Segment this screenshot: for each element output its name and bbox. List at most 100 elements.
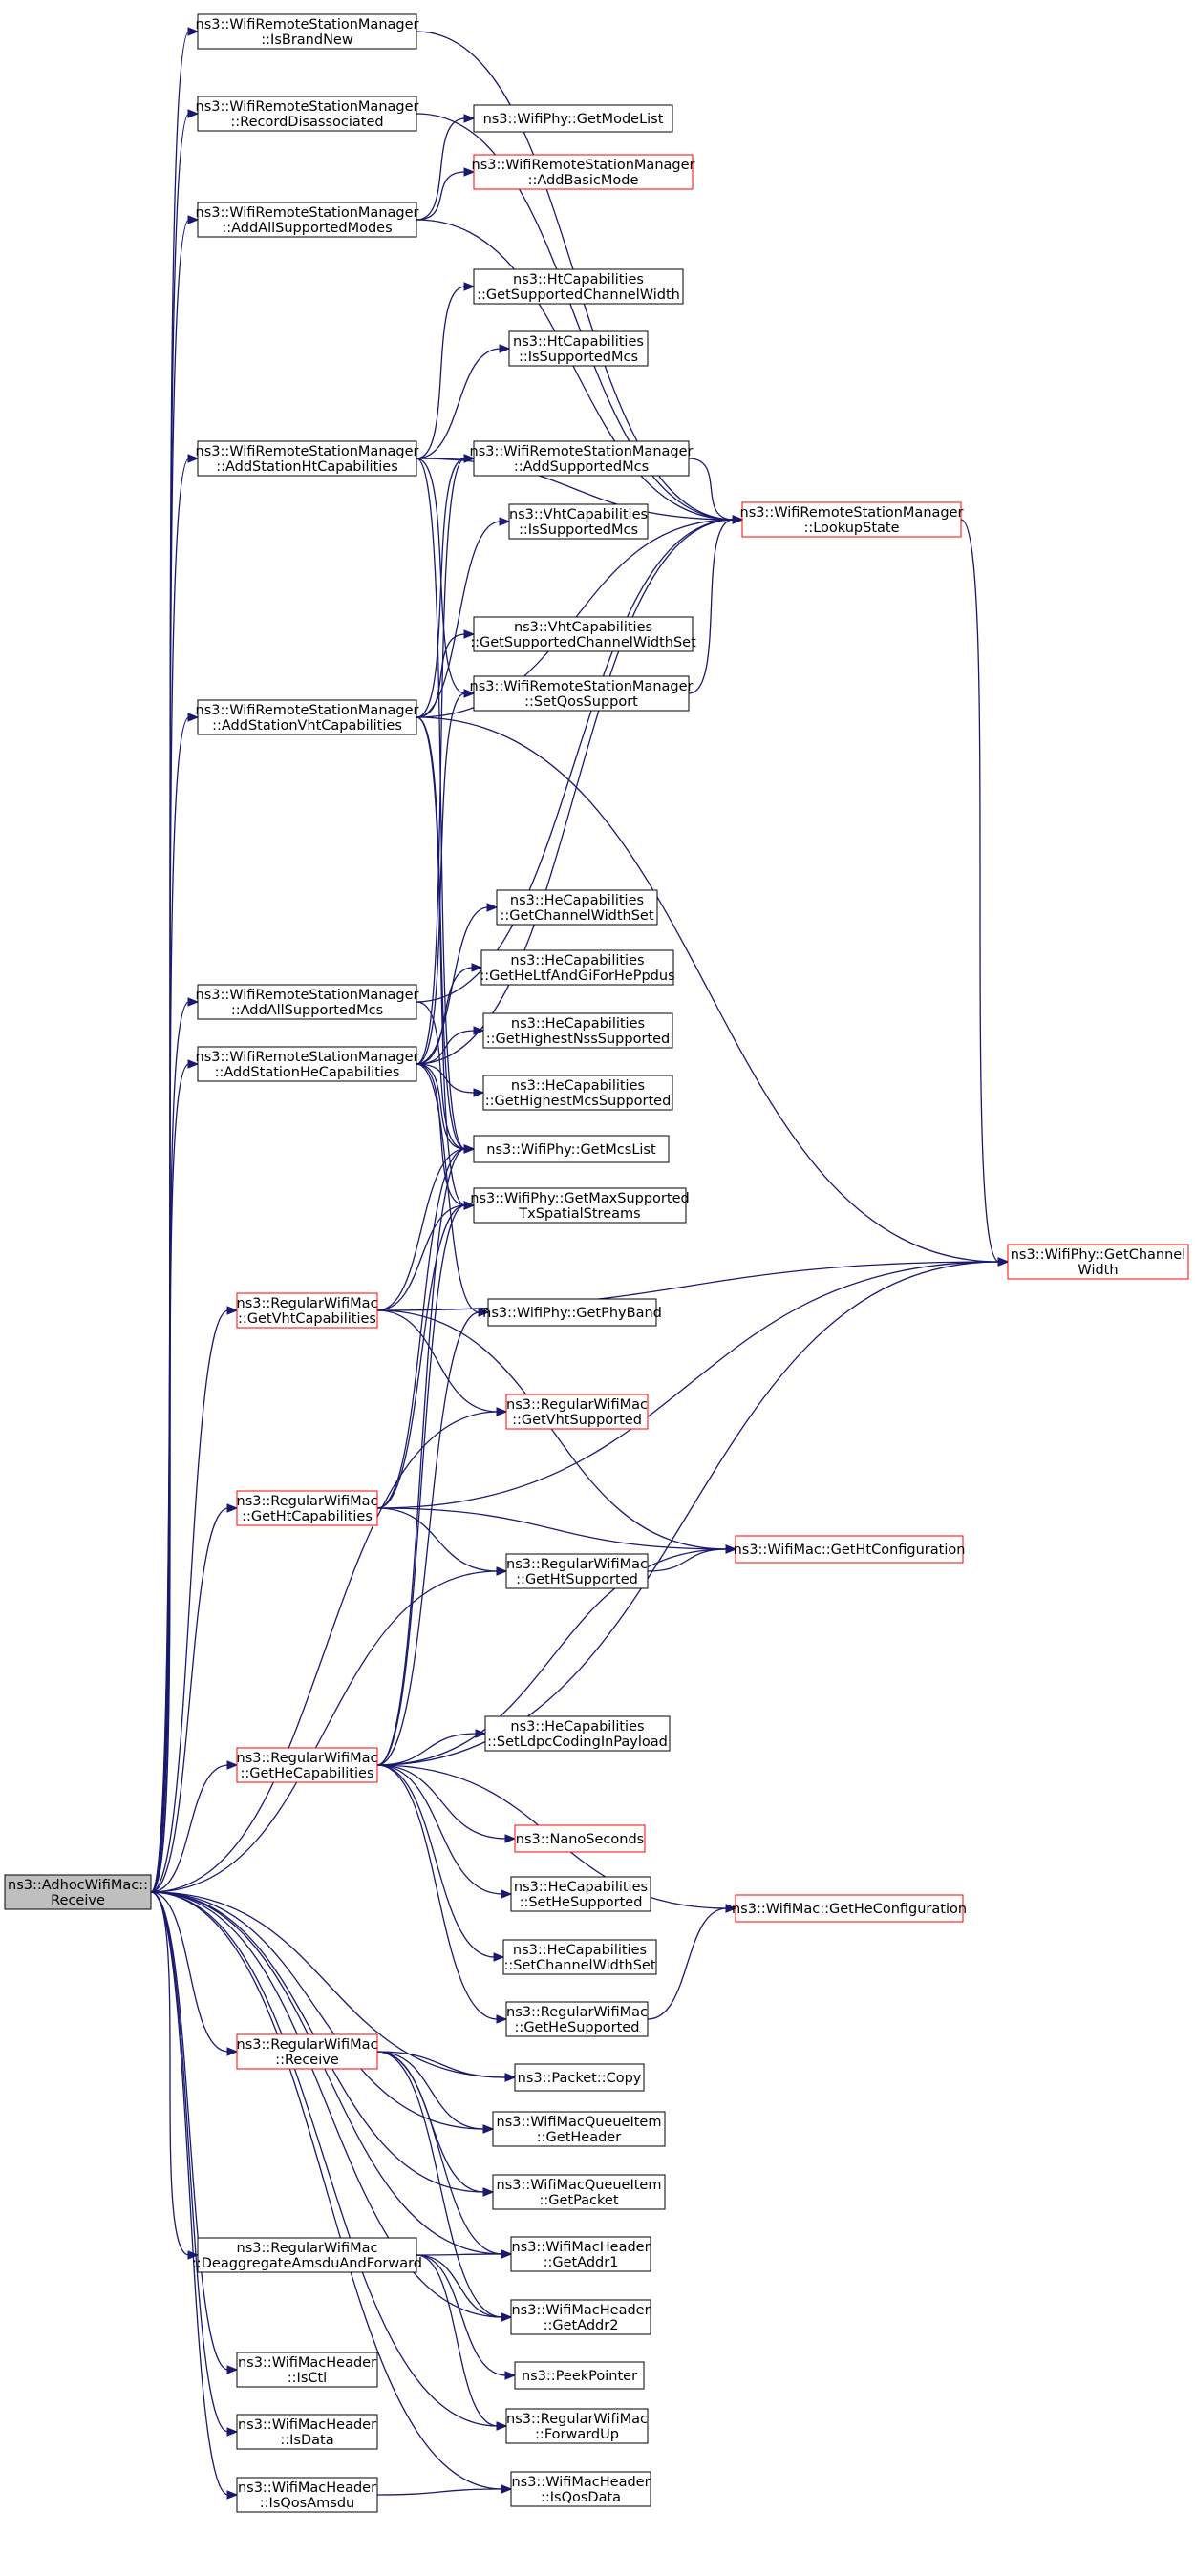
- function-node[interactable]: ns3::VhtCapabilities::IsSupportedMcs: [508, 503, 649, 540]
- node-label: ns3::PeekPointer: [522, 2369, 637, 2384]
- call-edge: [960, 519, 1010, 1267]
- function-node[interactable]: ns3::WifiMacHeader::IsQosData: [510, 2471, 651, 2507]
- node-label: ::GetPacket: [539, 2193, 618, 2208]
- node-label: ns3::WifiPhy::GetMcsList: [486, 1142, 656, 1158]
- function-node[interactable]: ns3::WifiRemoteStationManager::AddAllSup…: [196, 202, 419, 238]
- node-label: ns3::WifiRemoteStationManager: [472, 158, 695, 173]
- call-edge: [376, 1309, 508, 1416]
- node-label: ::GetSupportedChannelWidthSet: [470, 635, 696, 650]
- node-label: ns3::HtCapabilities: [513, 334, 644, 350]
- function-node[interactable]: ns3::WifiMacQueueItem::GetHeader: [492, 2111, 666, 2147]
- call-edge: [150, 1891, 239, 2374]
- function-node[interactable]: ns3::WifiRemoteStationManager::IsBrandNe…: [196, 13, 419, 50]
- root-function-node[interactable]: ns3::AdhocWifiMac::Receive: [4, 1874, 152, 1910]
- function-node[interactable]: ns3::WifiRemoteStationManager::AddStatio…: [196, 440, 419, 477]
- function-node[interactable]: ns3::WifiMacHeader::GetAddr1: [510, 2236, 651, 2272]
- call-edge: [376, 1729, 487, 1766]
- node-label: Receive: [51, 1893, 105, 1908]
- function-node[interactable]: ns3::RegularWifiMac::ForwardUp: [505, 2408, 649, 2444]
- function-node[interactable]: ns3::WifiMacHeader::IsQosAmsdu: [236, 2477, 378, 2513]
- function-node[interactable]: ns3::HeCapabilities::SetLdpcCodingInPayl…: [484, 1715, 671, 1752]
- function-node[interactable]: ns3::WifiPhy::GetChannelWidth: [1007, 1244, 1189, 1280]
- node-label: ns3::RegularWifiMac: [506, 1557, 648, 1572]
- function-node[interactable]: ns3::PeekPointer: [514, 2361, 645, 2390]
- node-label: ns3::HeCapabilities: [510, 953, 644, 969]
- function-node[interactable]: ns3::WifiMacQueueItem::GetPacket: [492, 2174, 666, 2210]
- function-node[interactable]: ns3::WifiMacHeader::IsData: [236, 2414, 378, 2450]
- node-label: ::GetHeader: [537, 2130, 621, 2145]
- node-label: ns3::HeCapabilities: [511, 1078, 645, 1094]
- function-node[interactable]: ns3::WifiMac::GetHtConfiguration: [734, 1535, 966, 1564]
- call-edge: [416, 344, 511, 459]
- node-label: ns3::WifiMacHeader: [511, 2240, 650, 2255]
- node-label: ::AddAllSupportedMcs: [231, 1003, 383, 1018]
- call-edge: [376, 1257, 1010, 1509]
- function-node[interactable]: ns3::WifiRemoteStationManager::AddStatio…: [196, 1046, 419, 1082]
- call-edge: [416, 282, 476, 459]
- call-edge: [150, 1059, 200, 1893]
- call-edge: [416, 963, 483, 1065]
- function-node[interactable]: ns3::HeCapabilities::GetHighestMcsSuppor…: [482, 1075, 673, 1111]
- node-label: ::DeaggregateAmsduAndForward: [192, 2256, 422, 2271]
- function-node[interactable]: ns3::HeCapabilities::GetHighestNssSuppor…: [482, 1012, 673, 1049]
- function-node[interactable]: ns3::RegularWifiMac::GetHtCapabilities: [236, 1490, 378, 1526]
- node-label: ::IsSupportedMcs: [519, 522, 638, 538]
- call-edge: [416, 689, 476, 1065]
- function-node[interactable]: ns3::WifiRemoteStationManager::RecordDis…: [196, 96, 419, 132]
- node-label: ::GetChannelWidthSet: [500, 908, 653, 924]
- call-edge: [376, 1507, 508, 1576]
- function-node[interactable]: ns3::WifiRemoteStationManager::AddSuppor…: [470, 440, 694, 477]
- function-node[interactable]: ns3::RegularWifiMac::GetVhtCapabilities: [236, 1292, 378, 1329]
- function-node[interactable]: ns3::WifiRemoteStationManager::AddAllSup…: [196, 984, 419, 1020]
- function-node[interactable]: ns3::WifiPhy::GetPhyBand: [482, 1298, 662, 1327]
- node-label: ns3::HeCapabilities: [510, 893, 644, 908]
- node-label: ::AddStationHeCapabilities: [215, 1065, 400, 1080]
- function-node[interactable]: ns3::WifiRemoteStationManager::AddStatio…: [196, 699, 419, 735]
- node-label: ns3::WifiMacHeader: [238, 2480, 376, 2496]
- function-node[interactable]: ns3::Packet::Copy: [514, 2063, 645, 2092]
- function-node[interactable]: ns3::WifiPhy::GetMcsList: [473, 1135, 670, 1163]
- call-edge: [416, 167, 476, 221]
- node-label: ns3::WifiRemoteStationManager: [740, 505, 964, 521]
- node-label: ::AddSupportedMcs: [514, 459, 649, 475]
- call-edge: [376, 1144, 476, 1766]
- call-edge: [376, 2051, 517, 2082]
- function-node[interactable]: ns3::WifiRemoteStationManager::SetQosSup…: [470, 675, 694, 712]
- function-node[interactable]: ns3::HeCapabilities::SetHeSupported: [510, 1876, 651, 1912]
- call-edge: [150, 1407, 508, 1893]
- call-edge: [150, 1566, 508, 1893]
- function-node[interactable]: ns3::RegularWifiMac::GetHtSupported: [505, 1553, 649, 1589]
- node-label: ns3::RegularWifiMac: [237, 2241, 378, 2256]
- function-node[interactable]: ns3::WifiPhy::GetMaxSupportedTxSpatialSt…: [470, 1187, 690, 1224]
- function-node[interactable]: ns3::WifiMacHeader::GetAddr2: [510, 2299, 651, 2335]
- function-node[interactable]: ns3::RegularWifiMac::GetVhtSupported: [505, 1394, 649, 1430]
- function-nodes: ns3::AdhocWifiMac::Receive ns3::WifiRemot…: [4, 13, 1189, 2513]
- function-node[interactable]: ns3::HeCapabilities::GetHeLtfAndGiForHeP…: [480, 949, 675, 986]
- node-label: ::IsSupportedMcs: [519, 350, 638, 365]
- node-label: ::AddStationHtCapabilities: [216, 459, 398, 475]
- function-node[interactable]: ns3::WifiMac::GetHeConfiguration: [732, 1894, 967, 1923]
- function-node[interactable]: ns3::HeCapabilities::GetChannelWidthSet: [496, 889, 658, 926]
- node-label: ns3::VhtCapabilities: [509, 507, 648, 522]
- function-node[interactable]: ns3::WifiPhy::GetModeList: [473, 104, 673, 133]
- node-label: ::GetSupportedChannelWidth: [477, 287, 680, 303]
- function-node[interactable]: ns3::RegularWifiMac::Receive: [236, 2033, 378, 2070]
- function-node[interactable]: ns3::NanoSeconds: [514, 1824, 646, 1853]
- call-edge: [416, 2254, 517, 2380]
- function-node[interactable]: ns3::RegularWifiMac::GetHeCapabilities: [236, 1747, 378, 1783]
- call-edge: [150, 1306, 239, 1893]
- node-label: ns3::WifiMacHeader: [511, 2303, 650, 2318]
- function-node[interactable]: ns3::VhtCapabilities::GetSupportedChanne…: [470, 616, 696, 652]
- function-node[interactable]: ns3::HtCapabilities::IsSupportedMcs: [508, 330, 649, 367]
- node-label: ::SetChannelWidthSet: [503, 1958, 655, 1973]
- node-label: ns3::WifiMacHeader: [238, 2355, 376, 2371]
- function-node[interactable]: ns3::RegularWifiMac::DeaggregateAmsduAnd…: [192, 2237, 422, 2273]
- function-node[interactable]: ns3::HeCapabilities::SetChannelWidthSet: [502, 1939, 657, 1975]
- function-node[interactable]: ns3::WifiMacHeader::IsCtl: [236, 2352, 378, 2388]
- function-node[interactable]: ns3::WifiRemoteStationManager::LookupSta…: [740, 501, 964, 538]
- node-label: ::IsCtl: [288, 2371, 327, 2386]
- function-node[interactable]: ns3::RegularWifiMac::GetHeSupported: [505, 2001, 649, 2037]
- call-edge: [150, 1891, 239, 2056]
- function-node[interactable]: ns3::HtCapabilities::GetSupportedChannel…: [473, 268, 684, 305]
- function-node[interactable]: ns3::WifiRemoteStationManager::AddBasicM…: [472, 154, 695, 190]
